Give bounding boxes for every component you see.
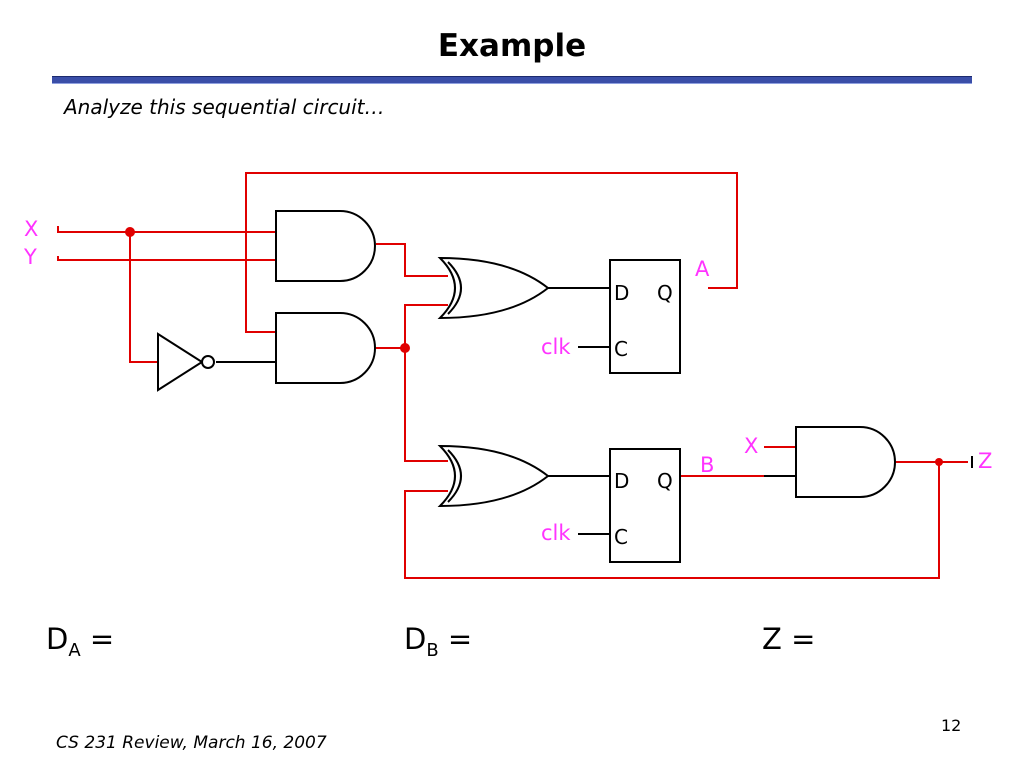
gates bbox=[157, 210, 896, 508]
or-gate-2 bbox=[437, 444, 550, 508]
equation-da-sub: A bbox=[68, 639, 81, 661]
wire-and1-to-or1 bbox=[376, 243, 448, 277]
and3-input-label-x: X bbox=[744, 434, 758, 458]
junction-x bbox=[125, 227, 135, 237]
slide-subtitle: Analyze this sequential circuit… bbox=[64, 95, 385, 119]
wire-and2-to-or bbox=[376, 304, 448, 462]
clock-label-a: clk bbox=[541, 335, 571, 359]
equation-db-rhs: = bbox=[447, 622, 473, 656]
ffa-c-pin: C bbox=[614, 337, 628, 361]
ffb-c-pin: C bbox=[614, 525, 628, 549]
input-label-y: Y bbox=[23, 245, 37, 269]
inverter-bubble bbox=[201, 355, 215, 369]
slide-title: Example bbox=[437, 28, 587, 64]
or-gate-extra-curves bbox=[447, 261, 462, 503]
junction-dots bbox=[125, 227, 943, 466]
ffa-d-pin: D bbox=[614, 281, 629, 305]
ffb-q-pin: Q bbox=[657, 469, 673, 493]
slide-footer: CS 231 Review, March 16, 2007 bbox=[56, 733, 327, 753]
and-gate-3 bbox=[795, 426, 896, 498]
and-gate-1 bbox=[275, 210, 376, 282]
ffb-d-pin: D bbox=[614, 469, 629, 493]
equation-z-main: Z = bbox=[762, 622, 816, 656]
output-label-z: Z bbox=[978, 449, 992, 473]
output-label-a: A bbox=[695, 257, 710, 281]
equation-db: DB = bbox=[404, 622, 472, 661]
wire-x-to-inverter bbox=[129, 232, 158, 363]
flip-flop-a bbox=[609, 259, 681, 374]
wire-y-input bbox=[57, 256, 276, 261]
wire-x-input bbox=[57, 226, 276, 233]
output-label-b: B bbox=[700, 453, 714, 477]
equation-db-main: D bbox=[404, 622, 427, 656]
input-label-x: X bbox=[24, 217, 38, 241]
wire-a-feedback bbox=[245, 172, 738, 333]
equation-db-sub: B bbox=[426, 639, 439, 661]
inverter-triangle bbox=[157, 332, 204, 392]
or-gate-1 bbox=[437, 256, 550, 320]
title-divider bbox=[52, 76, 972, 84]
equation-da-main: D bbox=[46, 622, 69, 656]
flip-flop-b bbox=[609, 448, 681, 563]
and-gate-2 bbox=[275, 312, 376, 384]
clock-label-b: clk bbox=[541, 521, 571, 545]
wire-z-output bbox=[404, 461, 968, 579]
equation-da: DA = bbox=[46, 622, 114, 661]
black-connectors bbox=[216, 287, 973, 535]
page-number: 12 bbox=[941, 716, 962, 735]
equation-da-rhs: = bbox=[89, 622, 115, 656]
equation-z: Z = bbox=[762, 622, 815, 656]
junction-z bbox=[935, 458, 943, 466]
wires bbox=[57, 172, 968, 579]
ffa-q-pin: Q bbox=[657, 281, 673, 305]
junction-and2 bbox=[400, 343, 410, 353]
